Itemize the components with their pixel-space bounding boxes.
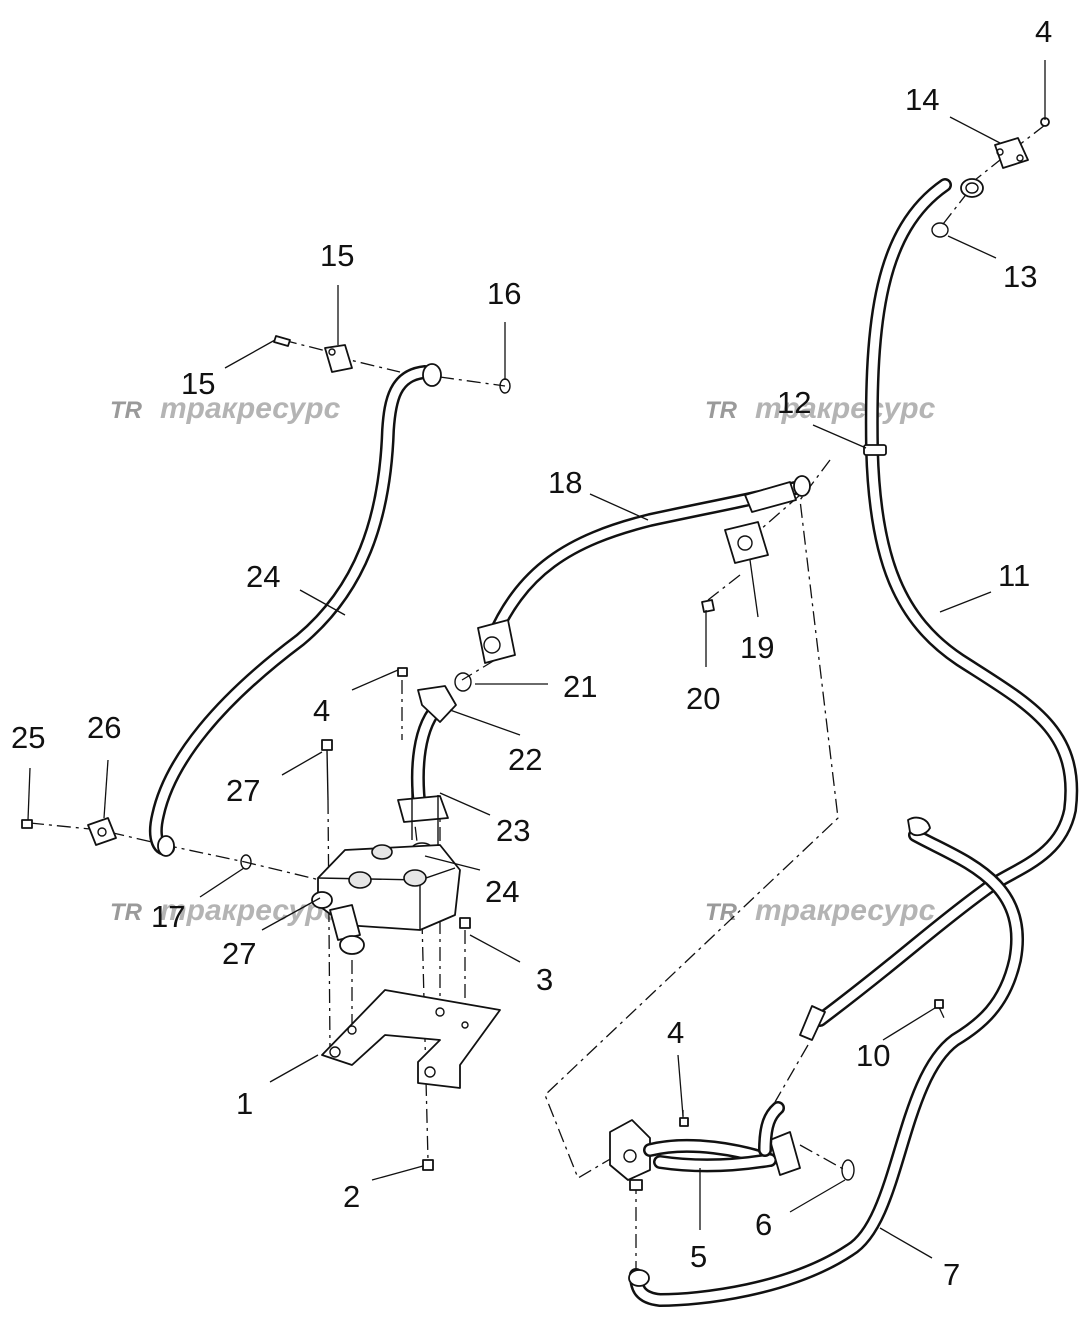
hose-7-bottom-nut [628, 1269, 650, 1287]
callout-26: 27 [226, 773, 260, 808]
watermark-logo: TR [110, 397, 143, 424]
hose-10-clip [863, 444, 887, 456]
o-ring-19 [454, 672, 472, 692]
hose-16-ferrule [744, 481, 797, 513]
alignment-line-11 [939, 191, 969, 229]
watermark-4: TR тракресурс [705, 894, 936, 927]
callout-4: 4 [1035, 14, 1052, 49]
callout-17: 19 [740, 630, 774, 665]
tube-assembly-5 [609, 1101, 801, 1191]
valve-body-27 [311, 844, 461, 955]
alignment-line-24-25-27 [29, 822, 321, 881]
o-ring-15-valve [240, 854, 252, 870]
callout-1: 1 [236, 1086, 253, 1121]
watermark-text: тракресурс [160, 894, 341, 927]
bolt-24 [21, 819, 33, 829]
hose-9 [799, 178, 1079, 1041]
watermark-logo: TR [705, 899, 738, 926]
flange-16-bottom [477, 619, 516, 664]
hose-23-top-fitting [422, 363, 442, 387]
watermark-3: TR тракресурс [110, 894, 341, 927]
bolt-3 [459, 917, 471, 929]
alignment-line-15-top [439, 376, 506, 387]
callout-22: 24 [485, 874, 519, 909]
callout-16: 18 [548, 465, 582, 500]
hose-7 [628, 816, 1024, 1307]
bolt-2 [422, 1159, 434, 1171]
watermark-2: TR тракресурс [705, 392, 936, 425]
bolt-18 [701, 599, 715, 613]
callout-15-valve: 17 [151, 899, 185, 934]
callout-25: 26 [87, 710, 121, 745]
bolt-26 [321, 739, 333, 801]
callout-10: 12 [777, 385, 811, 420]
o-ring-6 [841, 1159, 855, 1181]
callout-27: 27 [222, 936, 256, 971]
bolt-8 [934, 999, 944, 1009]
callout-2: 2 [343, 1179, 360, 1214]
alignment-line-4-12 [974, 124, 1046, 181]
o-ring-11 [931, 222, 949, 238]
alignment-line-26 [327, 799, 331, 1051]
callout-19: 21 [563, 669, 597, 704]
callout-labels: 4 14 13 15 16 15 12 18 11 24 19 20 21 4 … [11, 14, 1052, 1292]
callout-6: 6 [755, 1207, 772, 1242]
mounting-plate-1 [321, 989, 501, 1089]
clamp-14 [324, 344, 353, 373]
fitting-9-top [960, 178, 984, 198]
callout-7: 7 [943, 1257, 960, 1292]
clamp-25 [87, 817, 117, 846]
alignment-lines [29, 124, 1046, 1270]
clamp-12 [994, 137, 1029, 169]
hose-16 [483, 475, 811, 652]
alignment-line-2 [421, 919, 429, 1161]
flange-17 [724, 521, 769, 564]
hose-23-bottom-fitting [157, 835, 175, 857]
callout-18: 20 [686, 681, 720, 716]
watermark-logo: TR [110, 899, 143, 926]
alignment-line-18 [707, 574, 741, 601]
alignment-line-hose-end [774, 1044, 809, 1103]
callout-24: 25 [11, 720, 45, 755]
callout-9: 11 [998, 558, 1030, 593]
callout-5: 5 [690, 1239, 707, 1274]
alignment-line-16-to-5 [544, 459, 839, 1179]
bolt-4-tube [679, 1117, 689, 1127]
hose-9-ferrule [799, 1005, 826, 1041]
callout-11: 13 [1003, 259, 1037, 294]
watermark-1: TR тракресурс [110, 392, 341, 425]
watermark-logo: TR [705, 397, 738, 424]
callout-14: 15 [320, 238, 354, 273]
alignment-line-19 [461, 659, 496, 681]
elbow-flange-bottom [397, 795, 449, 823]
callout-20: 22 [508, 742, 542, 777]
bolt-4-valve-top [397, 667, 408, 677]
callout-8: 10 [856, 1038, 890, 1073]
callout-3: 3 [536, 962, 553, 997]
callout-13: 15 [181, 366, 215, 401]
hose-23 [148, 363, 442, 857]
elbow-flange-top [417, 685, 457, 723]
callout-4-tube: 4 [667, 1015, 684, 1050]
alignment-line-6 [799, 1144, 846, 1171]
watermark-text: тракресурс [160, 392, 341, 425]
bolts-21 [411, 790, 439, 845]
callout-4-valve: 4 [313, 693, 330, 728]
watermark-text: тракресурс [755, 894, 936, 927]
elbow-tube-20 [397, 685, 457, 823]
callout-21: 23 [496, 813, 530, 848]
callout-12: 14 [905, 82, 939, 117]
callout-15: 16 [487, 276, 521, 311]
callout-23: 24 [246, 559, 280, 594]
leader-lines [27, 60, 1046, 1259]
hose-7-top-fitting [907, 816, 931, 837]
watermark-text: тракресурс [755, 392, 936, 425]
bolt-13 [273, 335, 291, 347]
hose-16-end [793, 475, 811, 497]
